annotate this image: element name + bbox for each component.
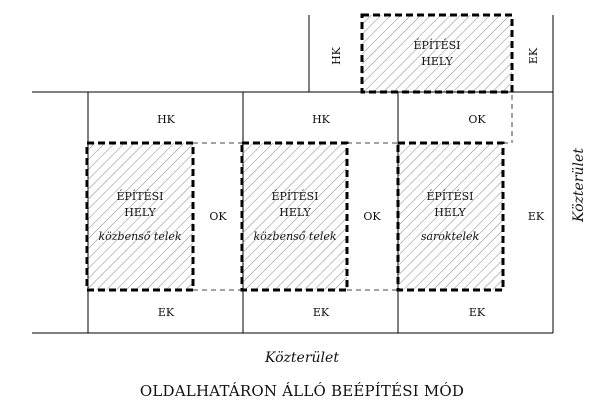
plot-1: HK ÉPÍTÉSI HELY közbenső telek OK EK [98, 113, 227, 319]
building-zone-1 [85, 141, 195, 292]
plot-building-label: HELY [434, 206, 466, 219]
plot-building-label: ÉPÍTÉSI [116, 189, 163, 203]
diagram-title: OLDALHATÁRON ÁLLÓ BEÉPÍTÉSI MÓD [140, 382, 464, 400]
plot-bottom-setback: EK [469, 306, 486, 319]
top-plot-building-label: HELY [421, 55, 453, 68]
plot-bottom-setback: EK [313, 306, 330, 319]
building-zones [85, 13, 514, 292]
top-plot-building-label: ÉPÍTÉSI [413, 38, 460, 52]
plot-3: OK ÉPÍTÉSI HELY saroktelek EK EK [421, 113, 545, 319]
public-area-bottom-label: Közterület [264, 350, 339, 366]
plot-type-label: közbenső telek [253, 230, 336, 243]
building-zone-top [360, 13, 514, 94]
top-plot-left-setback: HK [330, 46, 343, 65]
plot-building-label: ÉPÍTÉSI [426, 189, 473, 203]
plot-2: HK ÉPÍTÉSI HELY közbenső telek OK EK [253, 113, 381, 319]
plot-top-setback: HK [157, 113, 176, 126]
plot-side-setback: EK [528, 210, 545, 223]
plot-side-setback: OK [363, 210, 381, 223]
plot-building-label: ÉPÍTÉSI [271, 189, 318, 203]
building-zone-2 [240, 141, 349, 292]
plot-side-setback: OK [209, 210, 227, 223]
public-area-right-label: Közterület [571, 148, 587, 223]
plot-building-label: HELY [279, 206, 311, 219]
plot-building-label: HELY [124, 206, 156, 219]
plot-type-label: közbenső telek [98, 230, 181, 243]
top-plot-right-setback: EK [527, 47, 540, 64]
plot-bottom-setback: EK [158, 306, 175, 319]
plot-top-setback: OK [468, 113, 486, 126]
plot-top-setback: HK [312, 113, 331, 126]
plot-type-label: saroktelek [421, 230, 480, 243]
top-plot-labels: ÉPÍTÉSI HELY HK EK [330, 38, 540, 68]
building-zone-3 [396, 141, 505, 292]
